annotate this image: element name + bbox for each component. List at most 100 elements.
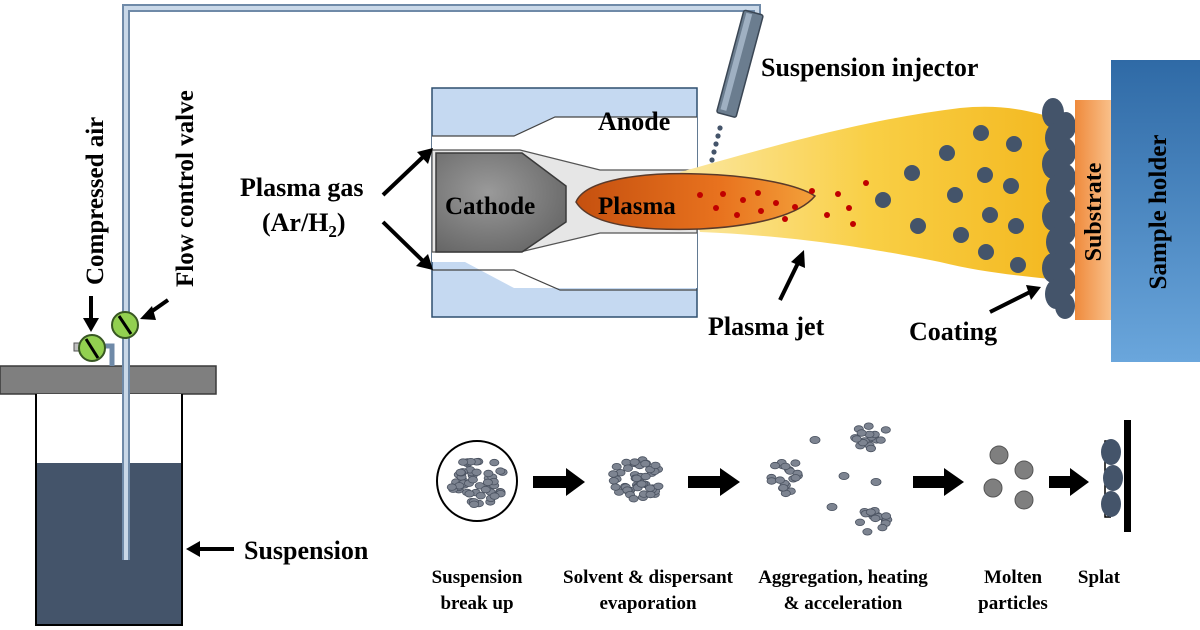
plasma-core [575,172,817,231]
nanoparticle [855,518,866,526]
plasma-gas-label: Plasma gas [240,173,364,202]
stage-3-line2: & acceleration [784,593,903,614]
feed-pipe [122,4,764,560]
stage-3-line1: Aggregation, heating [758,567,928,588]
nanoparticle [469,500,480,508]
stage-5-line1: Splat [1078,567,1121,588]
nanoparticle [480,485,491,494]
plasma-jet-arrow [778,250,805,301]
nanoparticle [629,458,640,466]
nanoparticle [636,480,647,488]
nanoparticle [495,467,506,475]
suspension-arrow [186,541,234,557]
nanoparticle [610,483,621,491]
stage-splat [1101,420,1131,532]
sample-holder [1111,60,1200,362]
nanoparticle [838,471,850,480]
nanoparticle [640,472,651,481]
nanoparticle [611,463,622,471]
nanoparticle [628,495,639,503]
anode-label: Anode [598,107,670,136]
suspension-injector [716,9,764,118]
nanoparticle [856,429,867,437]
nanoparticle [640,460,651,468]
nanoparticle [482,478,493,487]
nanoparticle [483,469,494,478]
nanoparticle [865,508,876,516]
stage-molten [983,445,1034,510]
nanoparticle [809,435,821,444]
process-arrow-2 [688,468,740,496]
nanoparticle [778,484,789,492]
plasma-gas-arrows [381,148,433,270]
substrate [1075,100,1111,320]
nanoparticle [653,482,664,490]
nanoparticle [790,459,801,467]
nanoparticle [623,464,634,472]
stage-2-line2: evaporation [599,593,697,614]
nanoparticle [645,484,656,492]
composition-prefix: (Ar/H [262,208,328,237]
stage-2-line1: Solvent & dispersant [563,567,734,588]
nanoparticle [880,426,891,434]
nanoparticle [875,436,886,444]
stage-4-line1: Molten [984,567,1042,588]
composition-suffix: ) [337,208,346,237]
substrate-label: Substrate [1081,162,1107,261]
nanoparticle [775,476,786,484]
nanoparticle [851,435,862,443]
suspension-liquid [37,463,181,624]
nanoparticle [826,502,838,511]
suspension-tank [0,365,217,626]
flow-control-valve-label: Flow control valve [172,90,199,287]
nanoparticle [770,461,781,470]
nanoparticle [865,444,876,453]
compressed-air-valve [73,334,106,362]
nanoparticle [881,512,892,520]
cathode-label: Cathode [445,193,535,220]
stage-evaporation [608,456,664,503]
nanoparticle [464,490,475,498]
process-arrow-1 [533,468,585,496]
flow-control-valve [111,311,139,339]
coating-label: Coating [909,317,997,346]
nanoparticle [455,468,466,477]
stage-1-line2: break up [440,593,513,614]
process-arrow-4 [1049,468,1089,496]
nanoparticle [608,470,619,478]
sample-holder-label: Sample holder [1145,135,1172,290]
nanoparticle [780,462,791,471]
nanoparticle [608,477,619,485]
nanoparticle [475,492,486,500]
nanoparticle [863,422,874,430]
plasma-label: Plasma [598,193,676,220]
nanoparticle [766,477,777,485]
plasma-jet-label: Plasma jet [708,312,825,341]
cathode [435,152,567,253]
nanoparticle [870,514,881,523]
stage-4-line2: particles [978,593,1048,614]
jet-particles [875,125,1026,273]
stage-captions: Suspension break up Solvent & dispersant… [432,567,1121,614]
coating-arrow [989,285,1041,314]
compressed-air-label: Compressed air [82,117,109,285]
process-arrows [533,468,1089,496]
nanoparticle [790,474,801,482]
nanoparticle [645,490,656,499]
suspension-label: Suspension [244,536,369,565]
stage-aggregation [766,422,893,536]
valve-arrows [83,296,170,332]
plasma-gas-composition: (Ar/H2) [262,208,346,241]
nanoparticle [489,458,500,467]
nanoparticle [862,528,873,536]
nanoparticle [870,477,882,486]
nanoparticle [471,468,482,476]
nanoparticle [631,474,642,483]
red-droplets [697,180,869,227]
nanoparticle [458,458,469,466]
nanoparticle [467,476,478,484]
nanoparticle [650,461,661,470]
nanoparticle [446,483,457,491]
process-arrow-3 [913,468,964,496]
